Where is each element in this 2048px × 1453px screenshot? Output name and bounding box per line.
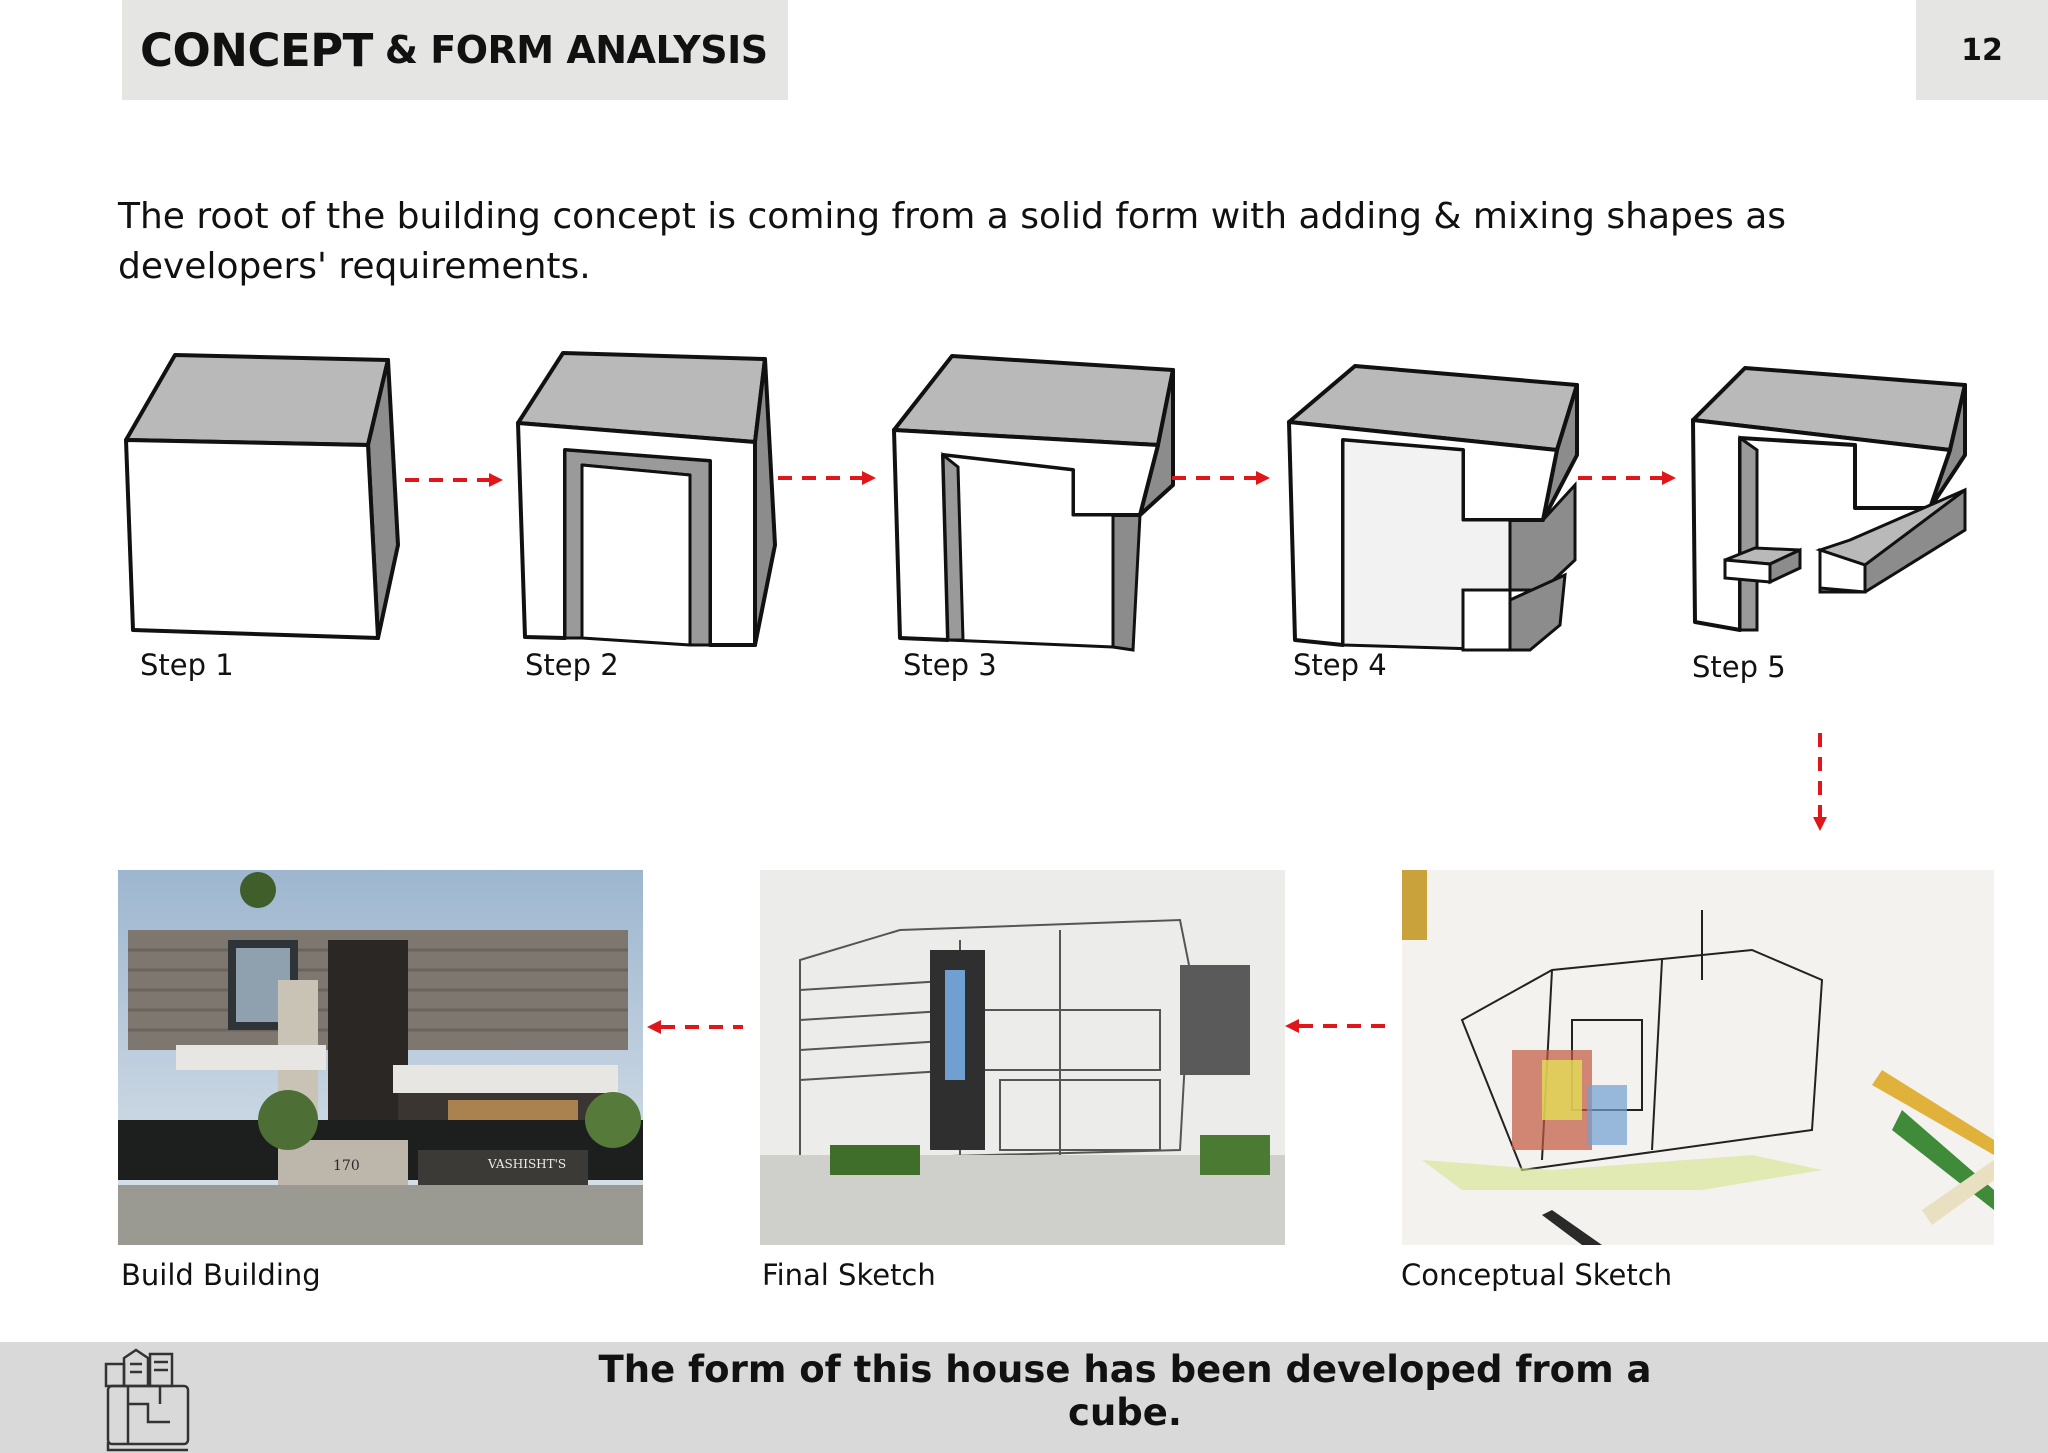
final-sketch-label: Final Sketch (762, 1258, 936, 1292)
arrow-down (1813, 733, 1827, 831)
build-building-photo: 170 VASHISHT'S (118, 870, 643, 1245)
arrow-right-2 (778, 471, 876, 485)
conceptual-sketch-image (1402, 870, 1994, 1245)
intro-text: The root of the building concept is comi… (118, 196, 1787, 287)
build-building-label: Build Building (121, 1258, 321, 1292)
step-label-3: Step 3 (903, 648, 997, 682)
conceptual-sketch-label: Conceptual Sketch (1401, 1258, 1673, 1292)
arrow-left-2 (647, 1020, 743, 1034)
step-label-5: Step 5 (1692, 650, 1786, 684)
arrow-right-4 (1578, 471, 1676, 485)
page-number: 12 (1916, 0, 2048, 100)
step2-cube (516, 351, 777, 647)
building-sign: VASHISHT'S (487, 1157, 566, 1171)
final-sketch-image (760, 870, 1285, 1245)
arrow-right-3 (1172, 471, 1270, 485)
footer-bar (0, 1342, 2048, 1453)
step-label-2: Step 2 (525, 648, 619, 682)
step-label-1: Step 1 (140, 648, 234, 682)
arrow-left-1 (1285, 1019, 1391, 1033)
step4-cube (1287, 364, 1579, 652)
floor-plan-icon (104, 1348, 190, 1452)
title-box: CONCEPT & FORM ANALYSIS (122, 0, 788, 100)
step5-cube (1691, 366, 1967, 632)
footer-text: The form of this house has been develope… (598, 1348, 1652, 1434)
arrow-right-1 (405, 473, 503, 487)
title-main: CONCEPT (140, 23, 373, 77)
title-rest: & FORM ANALYSIS (384, 28, 768, 72)
step3-cube (892, 354, 1175, 652)
step1-cube (124, 353, 400, 640)
house-number: 170 (333, 1158, 360, 1174)
step-label-4: Step 4 (1293, 648, 1387, 682)
